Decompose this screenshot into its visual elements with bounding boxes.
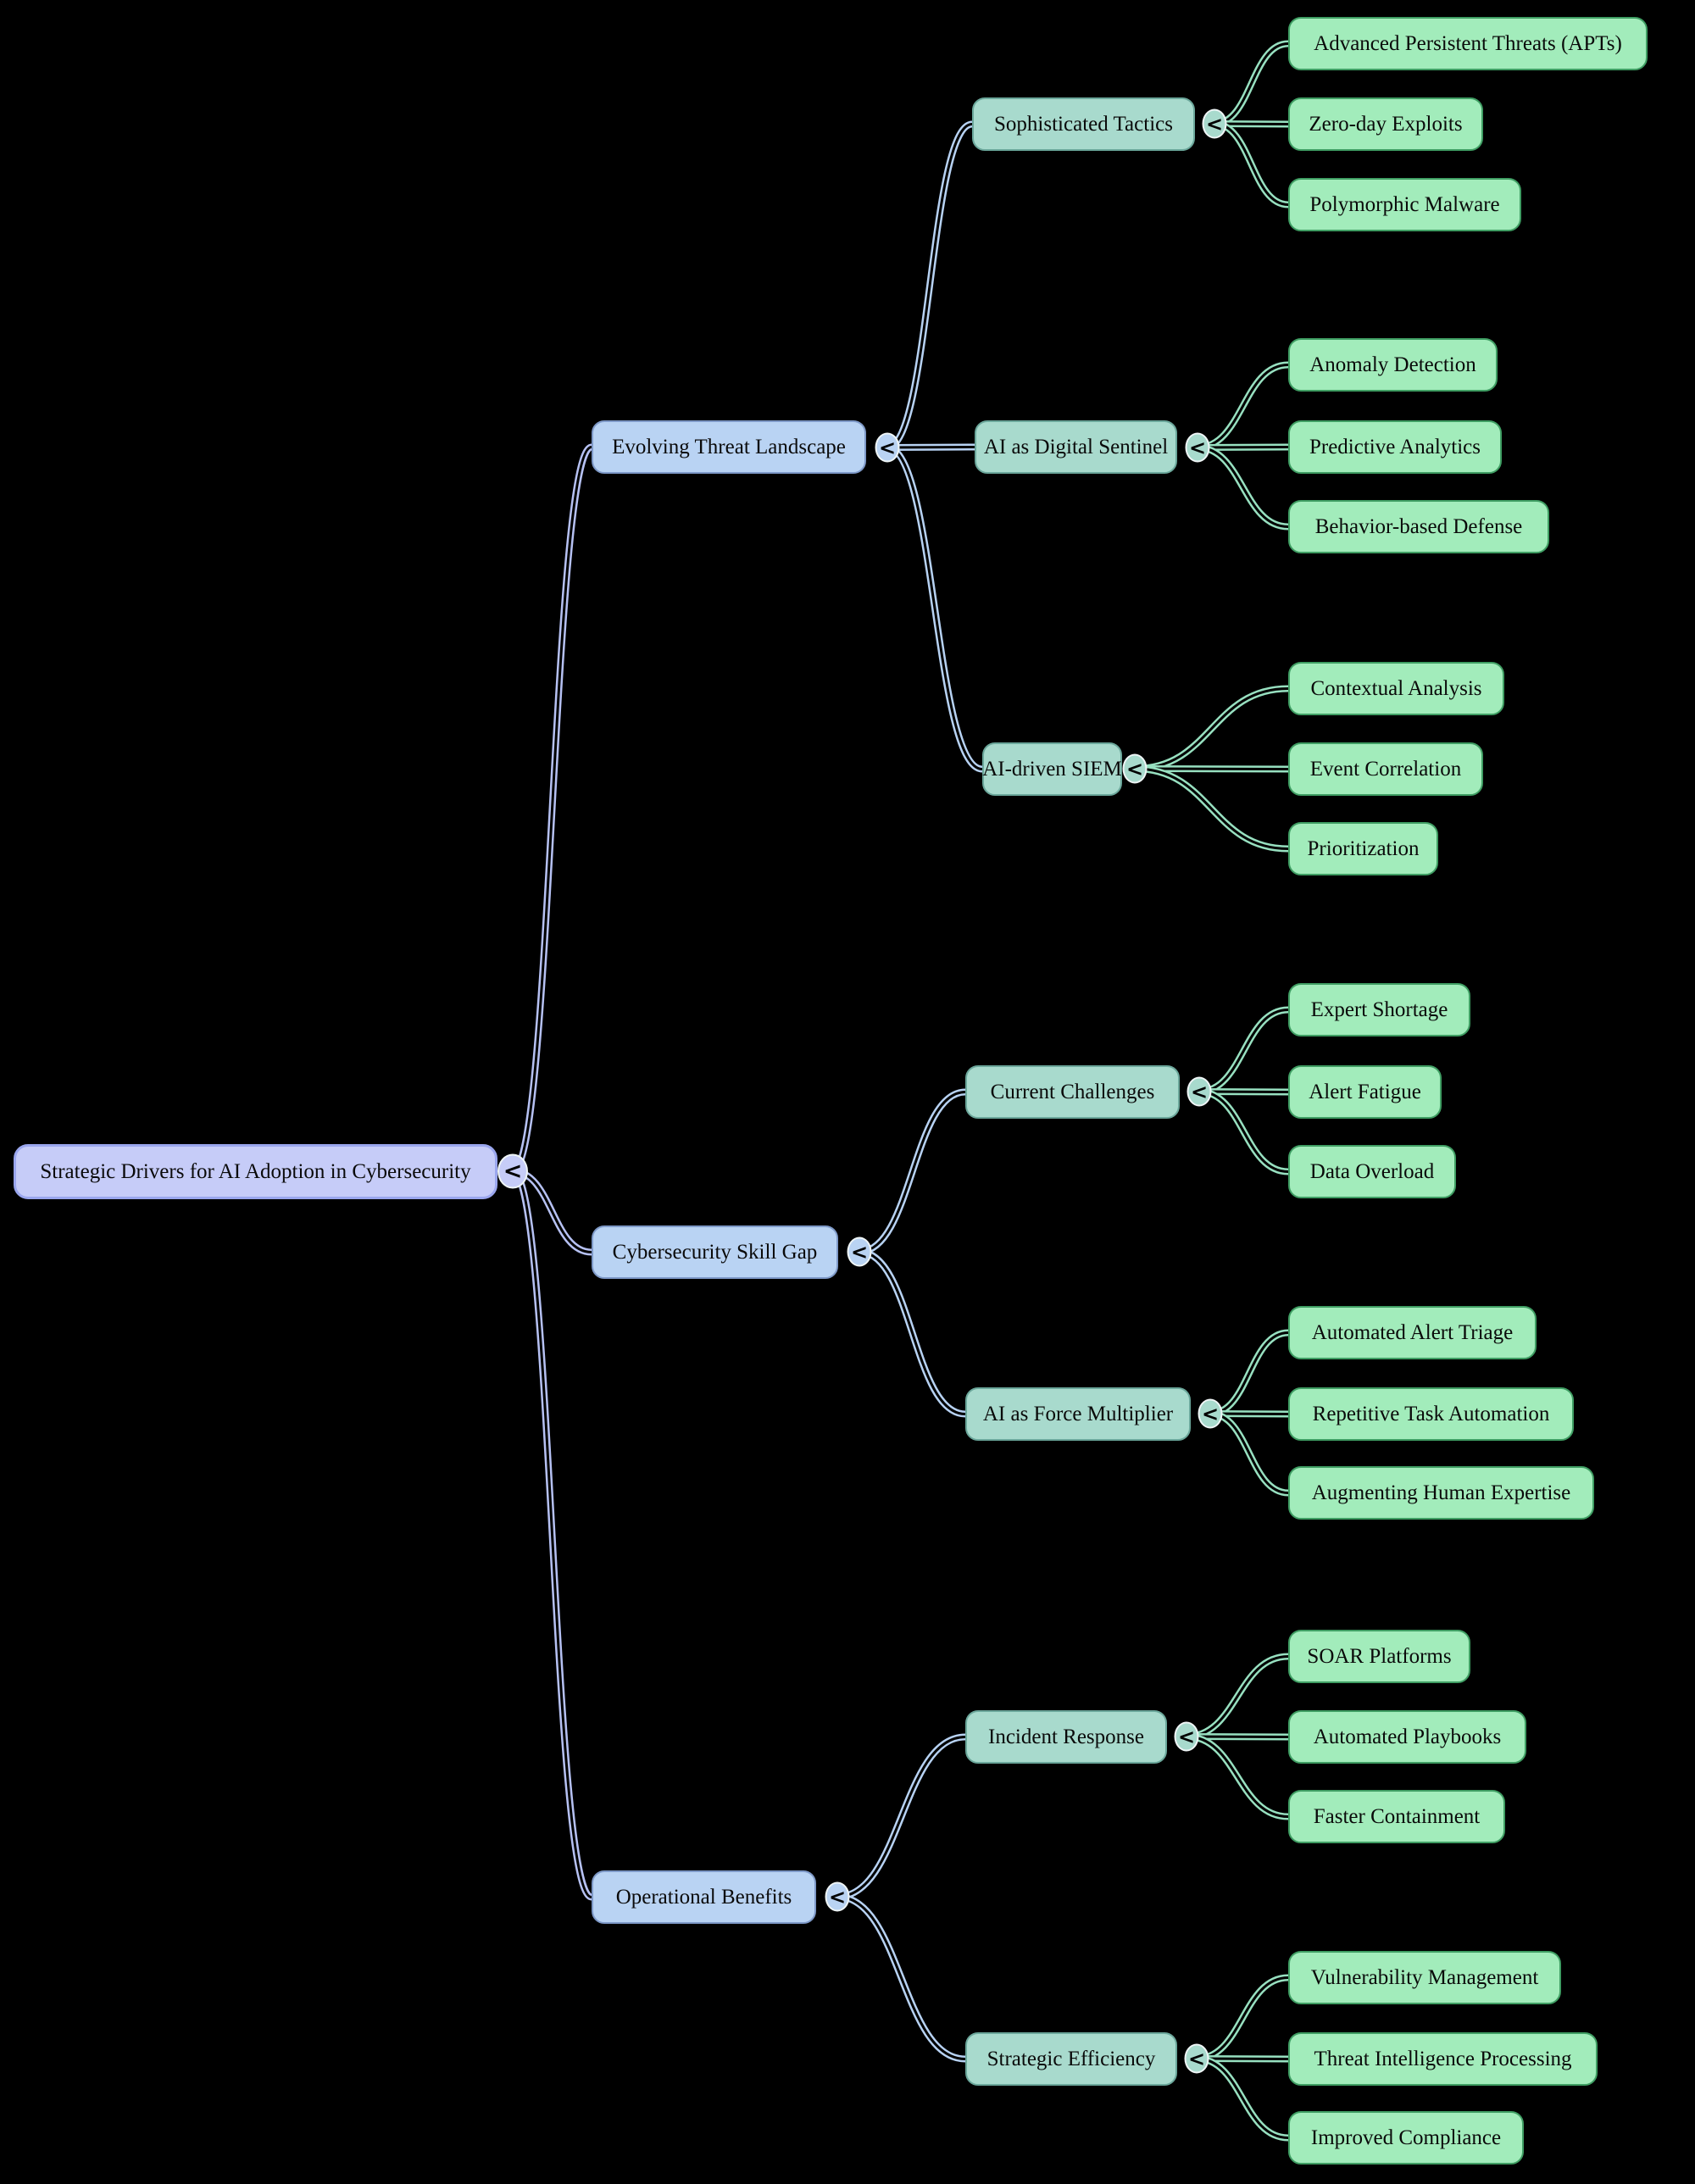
subbranch-node-ai-as-digital-sentinel[interactable]: AI as Digital Sentinel xyxy=(975,420,1177,474)
leaf-node-behavior-based-defense[interactable]: Behavior-based Defense xyxy=(1288,500,1549,553)
branch-node-operational-benefits[interactable]: Operational Benefits xyxy=(592,1870,816,1924)
leaf-node-improved-compliance[interactable]: Improved Compliance xyxy=(1288,2111,1524,2165)
leaf-node-prioritization[interactable]: Prioritization xyxy=(1288,822,1438,875)
leaf-node-event-correlation[interactable]: Event Correlation xyxy=(1288,742,1483,796)
collapse-toggle[interactable]: < xyxy=(875,432,900,463)
subbranch-node-sophisticated-tactics[interactable]: Sophisticated Tactics xyxy=(972,97,1195,151)
leaf-node-data-overload[interactable]: Data Overload xyxy=(1288,1145,1456,1198)
root-node[interactable]: Strategic Drivers for AI Adoption in Cyb… xyxy=(14,1144,497,1199)
chevron-left-icon: < xyxy=(1188,436,1207,459)
subbranch-node-incident-response[interactable]: Incident Response xyxy=(965,1710,1167,1764)
chevron-left-icon: < xyxy=(850,1240,869,1264)
collapse-toggle[interactable]: < xyxy=(1202,108,1227,139)
chevron-left-icon: < xyxy=(878,436,897,459)
leaf-node-expert-shortage[interactable]: Expert Shortage xyxy=(1288,983,1470,1036)
collapse-toggle[interactable]: < xyxy=(497,1153,528,1189)
chevron-left-icon: < xyxy=(1125,757,1144,781)
chevron-left-icon: < xyxy=(1177,1725,1196,1748)
leaf-node-threat-intelligence-processing[interactable]: Threat Intelligence Processing xyxy=(1288,2032,1598,2086)
collapse-toggle[interactable]: < xyxy=(1184,2043,1209,2074)
subbranch-node-ai-as-force-multiplier[interactable]: AI as Force Multiplier xyxy=(965,1387,1191,1441)
collapse-toggle[interactable]: < xyxy=(1185,432,1210,463)
leaf-node-vulnerability-management[interactable]: Vulnerability Management xyxy=(1288,1951,1561,2004)
leaf-node-soar-platforms[interactable]: SOAR Platforms xyxy=(1288,1630,1470,1683)
subbranch-node-current-challenges[interactable]: Current Challenges xyxy=(965,1065,1180,1119)
collapse-toggle[interactable]: < xyxy=(1198,1398,1223,1429)
collapse-toggle[interactable]: < xyxy=(1174,1721,1199,1752)
chevron-left-icon: < xyxy=(503,1158,523,1185)
chevron-left-icon: < xyxy=(1190,1080,1209,1103)
leaf-node-alert-fatigue[interactable]: Alert Fatigue xyxy=(1288,1065,1442,1119)
collapse-toggle[interactable]: < xyxy=(1186,1076,1212,1107)
leaf-node-contextual-analysis[interactable]: Contextual Analysis xyxy=(1288,662,1504,715)
leaf-node-repetitive-task-automation[interactable]: Repetitive Task Automation xyxy=(1288,1387,1574,1441)
leaf-node-zero-day-exploits[interactable]: Zero-day Exploits xyxy=(1288,97,1483,151)
branch-node-cybersecurity-skill-gap[interactable]: Cybersecurity Skill Gap xyxy=(592,1225,838,1279)
chevron-left-icon: < xyxy=(1205,112,1224,136)
chevron-left-icon: < xyxy=(1201,1402,1220,1425)
leaf-node-faster-containment[interactable]: Faster Containment xyxy=(1288,1790,1505,1843)
collapse-toggle[interactable]: < xyxy=(847,1236,872,1267)
leaf-node-predictive-analytics[interactable]: Predictive Analytics xyxy=(1288,420,1502,474)
leaf-node-automated-alert-triage[interactable]: Automated Alert Triage xyxy=(1288,1306,1537,1359)
collapse-toggle[interactable]: < xyxy=(1122,753,1148,784)
leaf-node-augmenting-human-expertise[interactable]: Augmenting Human Expertise xyxy=(1288,1466,1594,1520)
subbranch-node-strategic-efficiency[interactable]: Strategic Efficiency xyxy=(965,2032,1177,2086)
chevron-left-icon: < xyxy=(1187,2047,1206,2070)
subbranch-node-ai-driven-siem[interactable]: AI-driven SIEM xyxy=(982,742,1122,796)
branch-node-evolving-threat-landscape[interactable]: Evolving Threat Landscape xyxy=(592,420,866,474)
collapse-toggle[interactable]: < xyxy=(825,1881,850,1912)
chevron-left-icon: < xyxy=(828,1885,847,1909)
leaf-node-polymorphic-malware[interactable]: Polymorphic Malware xyxy=(1288,178,1521,231)
leaf-node-automated-playbooks[interactable]: Automated Playbooks xyxy=(1288,1710,1526,1764)
leaf-node-apts[interactable]: Advanced Persistent Threats (APTs) xyxy=(1288,17,1648,70)
leaf-node-anomaly-detection[interactable]: Anomaly Detection xyxy=(1288,338,1498,392)
